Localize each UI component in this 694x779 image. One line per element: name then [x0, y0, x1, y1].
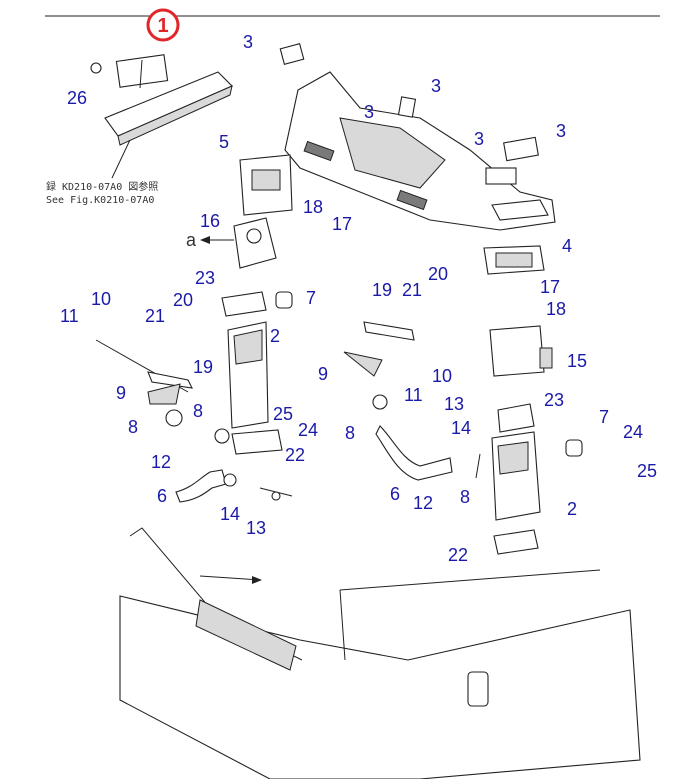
part-label: 22 — [285, 445, 305, 465]
part-label: 19 — [372, 280, 392, 300]
part-label: 8 — [460, 487, 470, 507]
blower-left — [221, 291, 293, 455]
part-label: 14 — [451, 418, 471, 438]
part-label: 6 — [157, 486, 167, 506]
part-label: 2 — [567, 499, 577, 519]
part-label: 9 — [116, 383, 126, 403]
unit-15 — [489, 325, 553, 377]
part-label: 13 — [246, 518, 266, 538]
part-label: 23 — [195, 268, 215, 288]
part-label: 12 — [413, 493, 433, 513]
part-labels: 3 3 3 3 3 26 5 16 18 17 4 23 7 2 20 19 2… — [60, 32, 657, 565]
part-label: 3 — [431, 76, 441, 96]
reference-note: 録 KD210-07A0 図参照 See Fig.K0210-07A0 — [46, 180, 158, 206]
part-label: 7 — [306, 288, 316, 308]
part-label: 24 — [623, 422, 643, 442]
part-label: 7 — [599, 407, 609, 427]
part-label: 15 — [567, 351, 587, 371]
dash-duct — [284, 71, 556, 231]
part-label: 3 — [243, 32, 253, 52]
callout-1: 1 — [146, 8, 180, 42]
cab-body — [119, 527, 641, 779]
part-label: 20 — [173, 290, 193, 310]
vent-parts — [279, 43, 539, 185]
part-label: 9 — [318, 364, 328, 384]
callout-label: 1 — [157, 15, 168, 37]
part-label: 10 — [432, 366, 452, 386]
part-label: 8 — [193, 401, 203, 421]
bracket-left — [95, 339, 230, 444]
part-label: 20 — [428, 264, 448, 284]
part-label: 16 — [200, 211, 220, 231]
part-label: 11 — [60, 306, 79, 326]
part-label: 19 — [193, 357, 213, 377]
part-label: 3 — [556, 121, 566, 141]
part-label: 17 — [540, 277, 560, 297]
bracket-middle — [343, 321, 481, 481]
part-label: 26 — [67, 88, 87, 108]
view-marker-a: a — [186, 230, 197, 250]
part-label: 5 — [219, 132, 229, 152]
part-label: 11 — [404, 385, 423, 405]
part-label: 22 — [448, 545, 468, 565]
part-label: 25 — [637, 461, 657, 481]
part-label: 25 — [273, 404, 293, 424]
part-label: 3 — [364, 102, 374, 122]
part-label: 24 — [298, 420, 318, 440]
part-label: 8 — [128, 417, 138, 437]
duct-16: a — [186, 217, 277, 269]
reference-note-line1: 録 KD210-07A0 図参照 — [46, 180, 158, 193]
part-label: 3 — [474, 129, 484, 149]
part-label: 17 — [332, 214, 352, 234]
part-label: 10 — [91, 289, 111, 309]
hose-left — [175, 469, 293, 503]
part-label: 2 — [270, 326, 280, 346]
reference-note-line2: See Fig.K0210-07A0 — [46, 195, 154, 206]
duct-piece-4 — [483, 245, 545, 275]
part-label: 18 — [303, 197, 323, 217]
part-label: 14 — [220, 504, 240, 524]
part-label: 13 — [444, 394, 464, 414]
part-label: 21 — [402, 280, 422, 300]
part-label: 12 — [151, 452, 171, 472]
part-label: 18 — [546, 299, 566, 319]
part-label: 6 — [390, 484, 400, 504]
switch-panel — [90, 54, 233, 179]
blower-right — [491, 403, 583, 555]
duct-piece-5 — [239, 154, 293, 216]
part-label: 23 — [544, 390, 564, 410]
part-label: 4 — [562, 236, 572, 256]
part-label: 8 — [345, 423, 355, 443]
part-label: 21 — [145, 306, 165, 326]
